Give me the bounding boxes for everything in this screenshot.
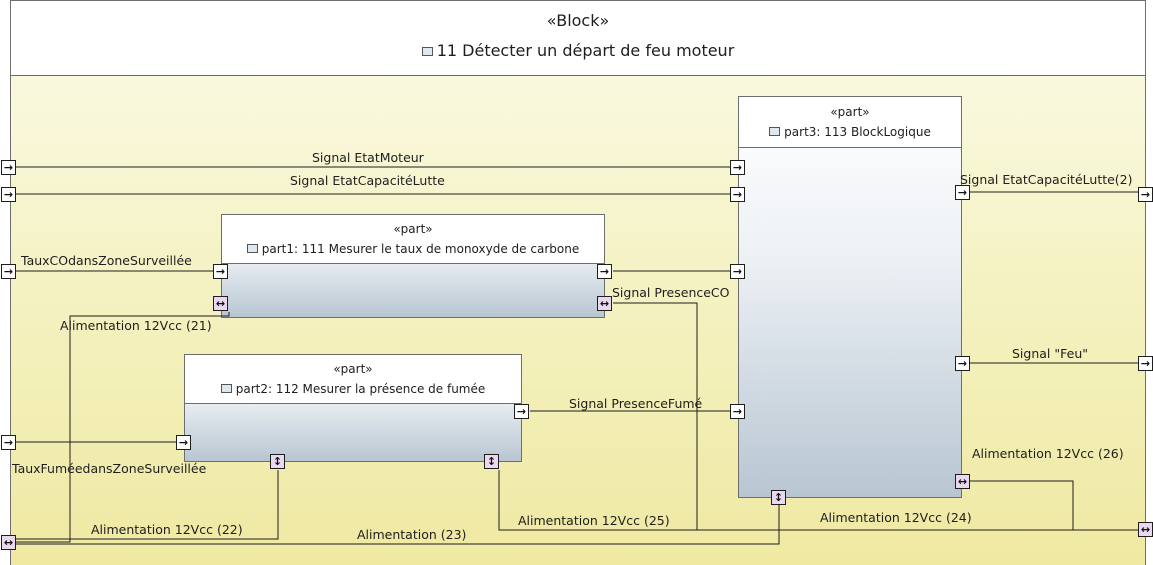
port-part3-etat-moteur[interactable]: → [730, 160, 745, 175]
port-part3-feu[interactable]: → [955, 356, 970, 371]
block-icon [421, 47, 433, 56]
label-alim22: Alimentation 12Vcc (22) [91, 522, 243, 537]
part1-block[interactable]: «part» part1: 111 Mesurer le taux de mon… [221, 214, 605, 318]
connector-alim26 [970, 480, 1074, 530]
port-part3-presence-co[interactable]: → [730, 264, 745, 279]
part2-name: part2: 112 Mesurer la présence de fumée [185, 382, 521, 396]
label-presence-co: Signal PresenceCO [612, 285, 730, 300]
port-part2-alim-a[interactable]: ↕ [270, 454, 285, 469]
connector-alim23 [16, 504, 780, 545]
part2-stereotype: «part» [333, 362, 373, 376]
port-part3-presence-fume[interactable]: → [730, 404, 745, 419]
port-in-etat-capacite[interactable]: → [1, 187, 16, 202]
part1-name: part1: 111 Mesurer le taux de monoxyde d… [222, 242, 604, 256]
port-part3-alim-bottom[interactable]: ↕ [771, 490, 786, 505]
part3-stereotype: «part» [830, 105, 870, 119]
label-feu: Signal "Feu" [1012, 346, 1088, 361]
outer-block-header: «Block» 11 Détecter un départ de feu mot… [11, 1, 1145, 76]
part-icon [220, 384, 232, 393]
port-in-taux-co[interactable]: → [1, 264, 16, 279]
port-in-taux-fumee[interactable]: → [1, 435, 16, 450]
label-etat-moteur: Signal EtatMoteur [312, 150, 424, 165]
port-part3-etat-capacite[interactable]: → [730, 187, 745, 202]
outer-block-title-text: 11 Détecter un départ de feu moteur [436, 41, 735, 60]
port-out-feu[interactable]: → [1138, 356, 1153, 371]
connector-alim24 [613, 302, 1138, 531]
part-icon [246, 244, 258, 253]
port-alim-outer-left[interactable]: ↔ [1, 535, 16, 550]
connector-alim22 [16, 470, 279, 540]
label-etat-capacite: Signal EtatCapacitéLutte [290, 173, 445, 188]
part3-block[interactable]: «part» part3: 113 BlockLogique [738, 96, 962, 498]
connector-alim25 [498, 470, 1000, 531]
port-part1-alim[interactable]: ↔ [213, 296, 228, 311]
label-alim26: Alimentation 12Vcc (26) [972, 446, 1124, 461]
label-alim21: Alimentation 12Vcc (21) [60, 318, 212, 333]
connector-alim21 [16, 312, 230, 543]
label-alim23: Alimentation (23) [357, 527, 467, 542]
label-presence-fume: Signal PresenceFumé [569, 396, 703, 411]
part2-header: «part» part2: 112 Mesurer la présence de… [185, 355, 521, 404]
port-part3-alim-right[interactable]: ↔ [955, 474, 970, 489]
label-alim25: Alimentation 12Vcc (25) [518, 513, 670, 528]
part1-header: «part» part1: 111 Mesurer le taux de mon… [222, 215, 604, 264]
outer-block-title: 11 Détecter un départ de feu moteur [11, 41, 1145, 60]
port-part2-alim-b[interactable]: ↕ [484, 454, 499, 469]
part2-block[interactable]: «part» part2: 112 Mesurer la présence de… [184, 354, 522, 462]
label-taux-fumee: TauxFuméedansZoneSurveillée [12, 461, 207, 476]
port-alim-outer-right[interactable]: ↔ [1138, 522, 1153, 537]
part-icon [769, 127, 781, 136]
part3-header: «part» part3: 113 BlockLogique [739, 97, 961, 148]
port-part1-alim-right[interactable]: ↔ [597, 296, 612, 311]
port-out-etat-capacite[interactable]: → [1138, 187, 1153, 202]
port-part3-etat-capacite-out[interactable]: → [955, 185, 970, 200]
label-alim24: Alimentation 12Vcc (24) [820, 510, 972, 525]
outer-block-stereotype: «Block» [546, 11, 610, 30]
port-part2-taux-fumee[interactable]: → [176, 435, 191, 450]
part3-name: part3: 113 BlockLogique [739, 125, 961, 139]
port-in-etat-moteur[interactable]: → [1, 160, 16, 175]
port-part1-presence-co[interactable]: → [597, 264, 612, 279]
label-taux-co: TauxCOdansZoneSurveillée [21, 253, 192, 268]
label-etat-capacite-out: Signal EtatCapacitéLutte(2) [960, 172, 1133, 187]
port-part2-presence-fume[interactable]: → [514, 404, 529, 419]
port-part1-taux-co[interactable]: → [213, 264, 228, 279]
part1-stereotype: «part» [393, 222, 433, 236]
